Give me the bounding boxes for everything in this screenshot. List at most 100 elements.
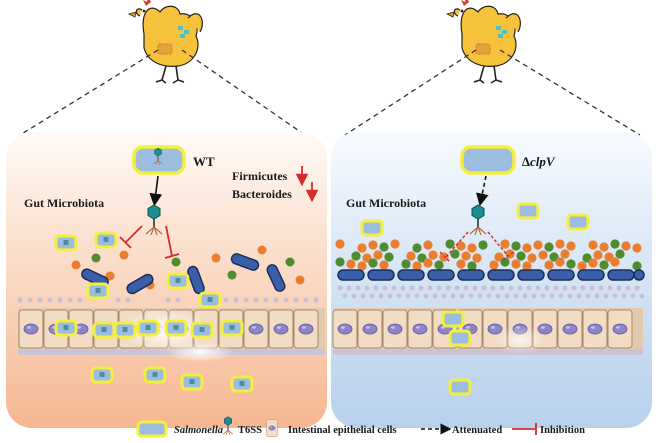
mucus-dot (463, 285, 469, 291)
mucus-dot (594, 293, 600, 299)
firmicutes-cell (511, 241, 521, 251)
firmicutes-cell (456, 241, 466, 251)
left-bacteroides-rods (81, 253, 286, 295)
mucus-dot (535, 285, 541, 291)
firmicutes-cell (373, 250, 383, 260)
mucus-dot (625, 285, 631, 291)
firmicutes-cell (588, 258, 598, 268)
legend-epithelial-label: Intestinal epithelial cells (288, 425, 397, 436)
firmicutes-cell (472, 253, 482, 263)
mucus-dot (616, 285, 622, 291)
firmicutes-cell (544, 242, 554, 252)
firmicutes-cell (368, 240, 378, 250)
mucus-dot (634, 285, 640, 291)
mucus-dot (562, 285, 568, 291)
mucus-dot (504, 293, 510, 299)
mucus-dot (571, 285, 577, 291)
firmicutes-cell (368, 258, 378, 268)
mucus-dot (567, 293, 573, 299)
firmicutes-cell (615, 249, 625, 259)
mucus-dot (630, 293, 636, 299)
taxa-bacteroides-label: Bacteroides (232, 187, 292, 201)
mucus-dot (346, 285, 352, 291)
mucus-dot (576, 293, 582, 299)
firmicutes-cell (351, 251, 361, 261)
mucus-dot (432, 293, 438, 299)
zoom-lines (19, 49, 641, 136)
mucus-dot (472, 285, 478, 291)
mucus-dot (418, 285, 424, 291)
firmicutes-cell (428, 250, 438, 260)
mucus-dot (373, 285, 379, 291)
firmicutes-cell (456, 259, 466, 269)
mucus-dot (513, 293, 519, 299)
mucus-dot (378, 293, 384, 299)
mucus-dot (499, 285, 505, 291)
firmicutes-cell (555, 257, 565, 267)
mucus-dot (409, 285, 415, 291)
right-attenuated-lines (439, 231, 515, 263)
firmicutes-cell (500, 257, 510, 267)
mucus-dot (387, 293, 393, 299)
firmicutes-cell (566, 259, 576, 269)
firmicutes-cell (560, 249, 570, 259)
mucus-dot (382, 285, 388, 291)
mucus-dot (612, 293, 618, 299)
right-epithelium (332, 308, 643, 355)
mucus-dot (400, 285, 406, 291)
firmicutes-cell (406, 251, 416, 261)
firmicutes-cell (538, 250, 548, 260)
firmicutes-cell (335, 239, 345, 249)
firmicutes-cell (599, 242, 609, 252)
mucus-dot (607, 285, 613, 291)
mucus-dot (468, 293, 474, 299)
mucus-dot (526, 285, 532, 291)
firmicutes-cell (555, 239, 565, 249)
firmicutes-cell (566, 241, 576, 251)
right-round-bacteria (335, 239, 642, 271)
right-panel: ∆clpV Gut Microbiota (331, 132, 652, 428)
mucus-dot (337, 285, 343, 291)
firmicutes-cell (544, 260, 554, 270)
mucus-dot (423, 293, 429, 299)
left-wt-salmonella (132, 145, 186, 175)
legend-epithelial-icon (266, 419, 278, 437)
firmicutes-cell (439, 252, 449, 262)
firmicutes-cell (461, 251, 471, 261)
mucus-dot (450, 293, 456, 299)
mucus-dot (580, 285, 586, 291)
left-strain-label: WT (193, 154, 215, 169)
right-section-title: Gut Microbiota (346, 196, 426, 210)
firmicutes-cell (357, 243, 367, 253)
firmicutes-cell (505, 249, 515, 259)
mucus-dot (540, 293, 546, 299)
firmicutes-cell (533, 240, 543, 250)
mucus-dot (405, 293, 411, 299)
right-mucus-dots (337, 285, 645, 299)
legend-salmonella-label: Salmonella (174, 425, 223, 436)
chicken-right-icon (445, 0, 521, 84)
firmicutes-cell (384, 252, 394, 262)
mucus-dot (441, 293, 447, 299)
taxa-firmicutes-label: Firmicutes (232, 169, 288, 183)
left-panel: WT Gut Microbiota Firmicutes Bacteroides (6, 132, 327, 428)
firmicutes-cell (621, 241, 631, 251)
legend-inhibition-label: Inhibition (540, 425, 585, 436)
mucus-dot (598, 285, 604, 291)
left-inhibition-lines (119, 225, 180, 259)
mucus-dot (495, 293, 501, 299)
down-arrow-icon (295, 166, 319, 203)
mucus-dot (454, 285, 460, 291)
firmicutes-cell (511, 259, 521, 269)
firmicutes-cell (423, 240, 433, 250)
firmicutes-cell (632, 243, 642, 253)
mucus-dot (549, 293, 555, 299)
mucus-dot (414, 293, 420, 299)
firmicutes-cell (434, 260, 444, 270)
mucus-dot (342, 293, 348, 299)
firmicutes-cell (390, 239, 400, 249)
mucus-dot (355, 285, 361, 291)
mucus-dot (351, 293, 357, 299)
firmicutes-cell (379, 260, 389, 270)
